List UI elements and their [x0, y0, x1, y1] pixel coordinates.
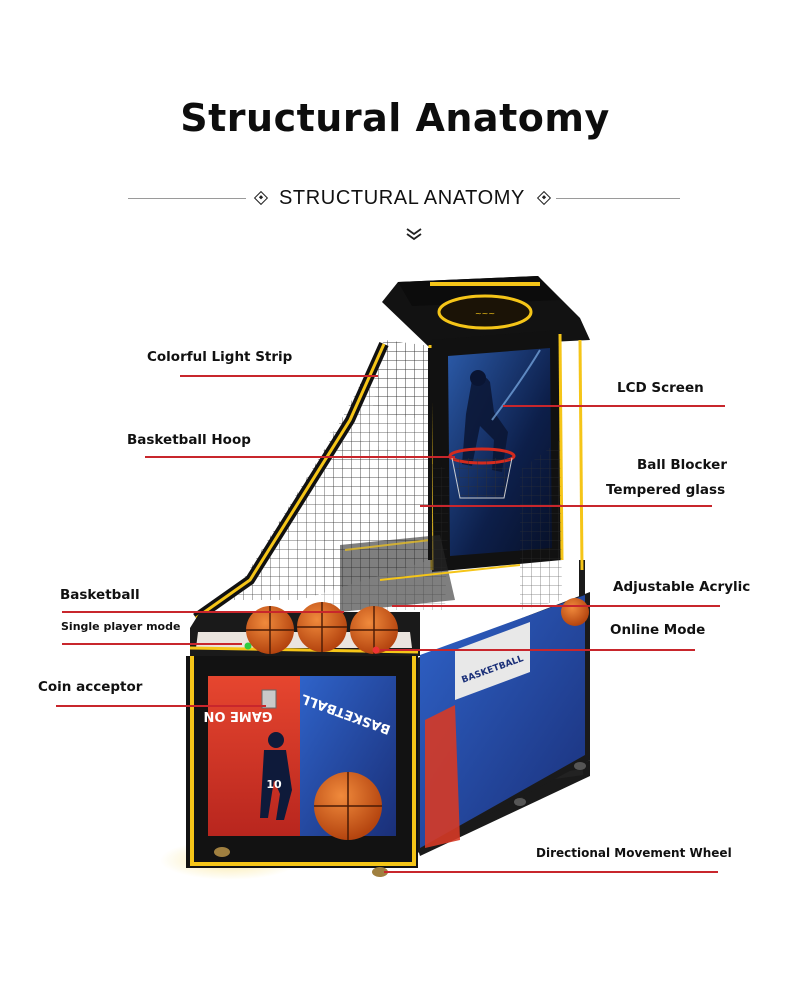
label-colorful-light-strip: Colorful Light Strip [147, 349, 293, 365]
label-adjustable-acrylic: Adjustable Acrylic [613, 579, 751, 595]
section-subtitle: STRUCTURAL ANATOMY [278, 187, 525, 209]
label-basketball-hoop: Basketball Hoop [127, 432, 251, 448]
pointer-line-adjustable-acrylic [392, 605, 720, 607]
subtitle-divider-left [128, 198, 246, 199]
player-number-text: 10 [266, 778, 282, 791]
label-single-player-mode: Single player mode [61, 620, 181, 633]
double-chevron-down-icon [406, 228, 422, 241]
pointer-line-coin-acceptor [56, 705, 266, 707]
pointer-line-single-player [62, 643, 242, 645]
pointer-line-basketball [62, 611, 344, 613]
section-subtitle-row: STRUCTURAL ANATOMY [0, 184, 790, 214]
svg-text:~~~: ~~~ [475, 309, 495, 318]
subtitle-divider-right [556, 198, 680, 199]
pointer-line-wheel [384, 871, 718, 873]
label-directional-movement-wheel: Directional Movement Wheel [536, 846, 732, 860]
pointer-line-tempered-glass [420, 505, 712, 507]
pointer-line-hoop [145, 456, 455, 458]
label-coin-acceptor: Coin acceptor [38, 679, 143, 695]
pointer-line-light-strip [180, 375, 378, 377]
label-basketball: Basketball [60, 587, 140, 603]
label-tempered-glass: Tempered glass [606, 482, 726, 498]
label-lcd-screen: LCD Screen [617, 380, 704, 396]
label-ball-blocker: Ball Blocker [637, 457, 727, 473]
front-panel-left-text: GAME ON [203, 708, 272, 723]
pointer-line-lcd-screen [503, 405, 725, 407]
label-online-mode: Online Mode [610, 622, 706, 638]
pointer-line-online-mode [380, 649, 695, 651]
page-title: Structural Anatomy [180, 96, 610, 140]
